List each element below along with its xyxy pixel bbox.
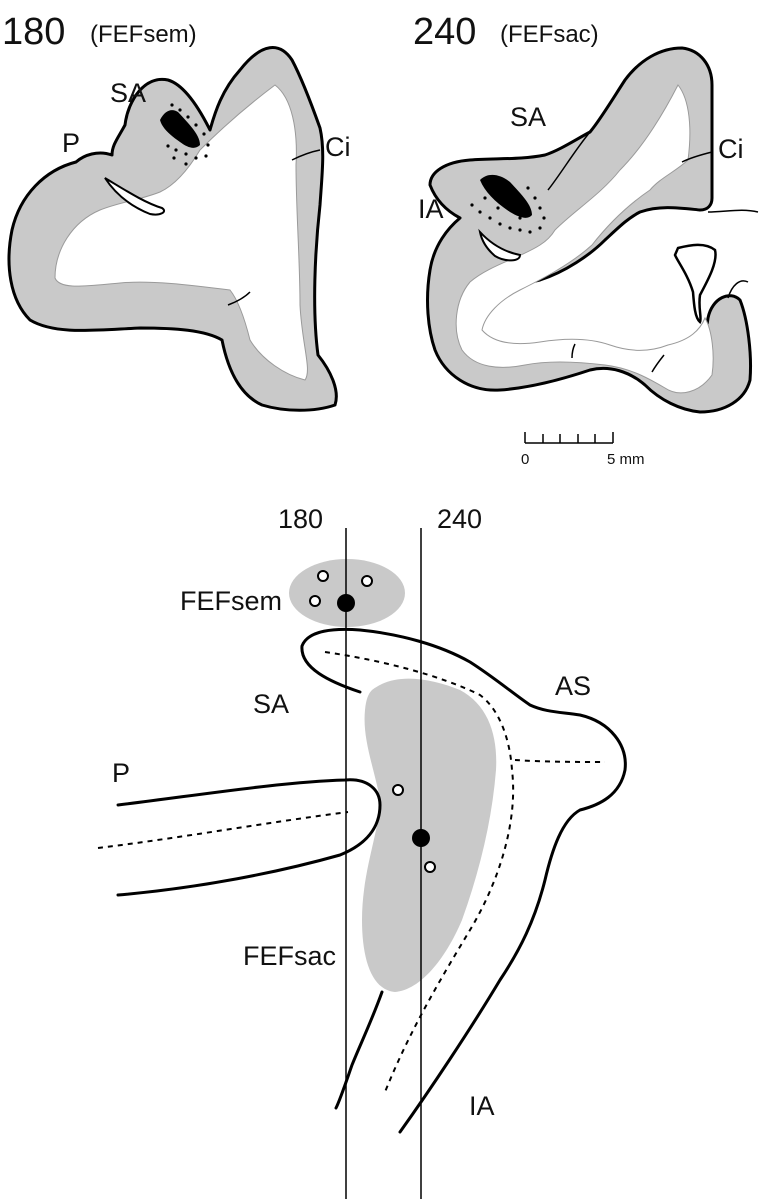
fefsac-lower-edge (334, 990, 384, 1110)
surface-map: 180 240 FEFsem SA AS P FEFsac IA (97, 504, 627, 1199)
fundus-principal-dashed (97, 811, 349, 849)
section-240-sa-groove (547, 131, 591, 191)
section-240-lower-notch (651, 354, 665, 373)
scale-bar-start: 0 (521, 451, 529, 468)
section-180-injection-core (160, 110, 200, 148)
fundus-as-branch-dashed (514, 759, 606, 763)
section-180-label-p: P (62, 128, 80, 158)
section-180-label-sa: SA (110, 78, 146, 108)
fefsem-filled-marker (337, 594, 355, 612)
section-180-label-ci: Ci (325, 132, 351, 162)
map-label-180: 180 (278, 504, 323, 534)
section-240-ci-notch (681, 151, 713, 163)
principal-sulcus-outline (116, 778, 382, 897)
fefsac-filled-marker (412, 829, 430, 847)
section-180-principal-sulcus (104, 177, 166, 216)
section-180-number: 180 (2, 11, 65, 53)
fefsem-open-marker-1 (317, 570, 329, 582)
section-180: 180 (FEFsem) SA P Ci (2, 11, 351, 412)
map-label-fefsem: FEFsem (180, 586, 282, 616)
fefsac-open-marker-2 (424, 861, 436, 873)
sa-as-ia-outline (300, 627, 627, 1134)
map-label-ia: IA (469, 1091, 495, 1121)
section-240-label-ia: IA (418, 194, 444, 224)
section-240-injection-halo (470, 186, 546, 234)
section-240-tag: (FEFsac) (500, 21, 599, 48)
map-label-240: 240 (437, 504, 482, 534)
fefsac-open-marker-1 (392, 784, 404, 796)
section-180-ci-notch (291, 149, 321, 161)
fefsem-open-marker-2 (361, 575, 373, 587)
map-label-sa: SA (253, 689, 289, 719)
section-240-label-ci: Ci (718, 134, 744, 164)
scale-bar: 0 5 mm (521, 432, 645, 468)
map-label-fefsac: FEFsac (243, 941, 336, 971)
section-180-white-matter (54, 84, 308, 381)
section-240-hook (727, 280, 749, 299)
section-240-white-matter (455, 84, 714, 394)
section-240-label-sa: SA (510, 102, 546, 132)
section-180-lower-notch (227, 291, 251, 306)
fefsem-region (289, 559, 405, 627)
section-240-number: 240 (413, 11, 476, 53)
section-240-lower-notch-2 (571, 343, 576, 359)
section-240: 240 (FEFsac) SA Ci IA (413, 11, 759, 414)
section-180-injection-halo (166, 103, 210, 166)
section-240-loop (673, 243, 717, 324)
section-240-ci-extension (707, 209, 759, 213)
fundus-sa-as-dashed (324, 651, 515, 1093)
map-label-p: P (112, 758, 130, 788)
map-label-as: AS (555, 671, 591, 701)
scale-bar-end: 5 mm (607, 451, 645, 468)
section-240-injection-core (480, 174, 532, 218)
section-180-tag: (FEFsem) (90, 21, 197, 48)
fefsem-open-marker-3 (309, 595, 321, 607)
section-240-ia-groove (478, 228, 522, 262)
